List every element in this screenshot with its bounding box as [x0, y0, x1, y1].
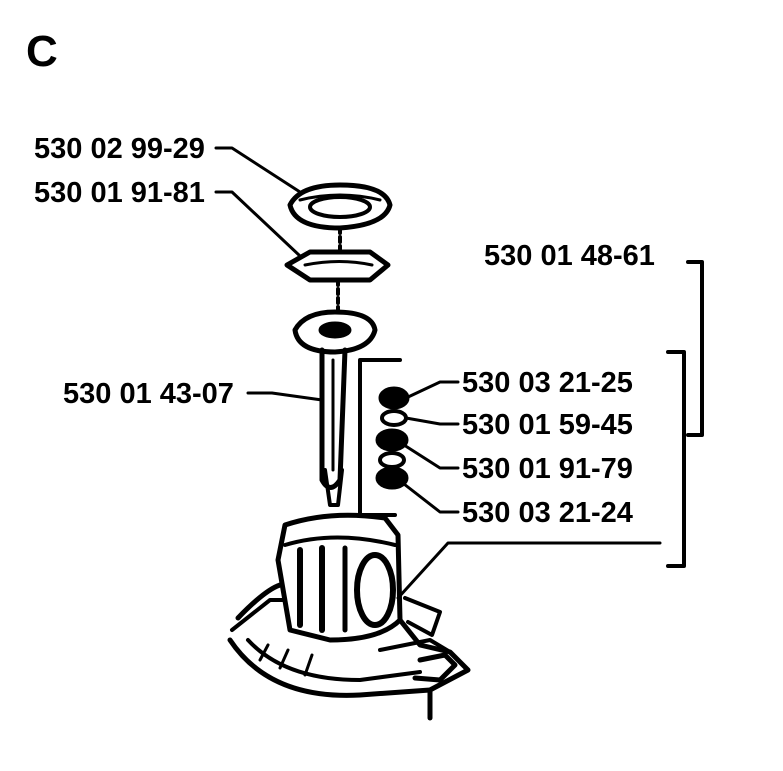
leader-line-3 [246, 391, 324, 402]
part-number-label: 530 02 99-29 [34, 133, 205, 165]
leader-line-1 [214, 146, 302, 194]
bracket-outer [686, 260, 704, 437]
part-number-label: 530 01 91-79 [462, 453, 633, 485]
gasket-part [284, 249, 391, 283]
cap-part [287, 182, 393, 231]
leader-line-6 [404, 416, 460, 426]
part-number-label: 530 01 48-61 [484, 240, 655, 272]
valve-stack-part [375, 386, 410, 490]
part-number-label: 530 03 21-25 [462, 367, 633, 399]
leader-line-housing [396, 541, 662, 600]
part-number-label: 530 03 21-24 [462, 497, 633, 529]
section-letter: C [26, 27, 58, 76]
part-number-label: 530 01 43-07 [63, 378, 234, 410]
plunger-part [292, 309, 378, 507]
part-number-label: 530 01 91-81 [34, 177, 205, 209]
part-number-label: 530 01 59-45 [462, 409, 633, 441]
leader-line-5 [404, 380, 460, 400]
leader-line-2 [214, 190, 302, 258]
pump-housing-part [227, 512, 471, 721]
leader-line-7 [402, 443, 460, 470]
bracket-inner [666, 350, 686, 568]
leader-line-8 [402, 482, 460, 514]
